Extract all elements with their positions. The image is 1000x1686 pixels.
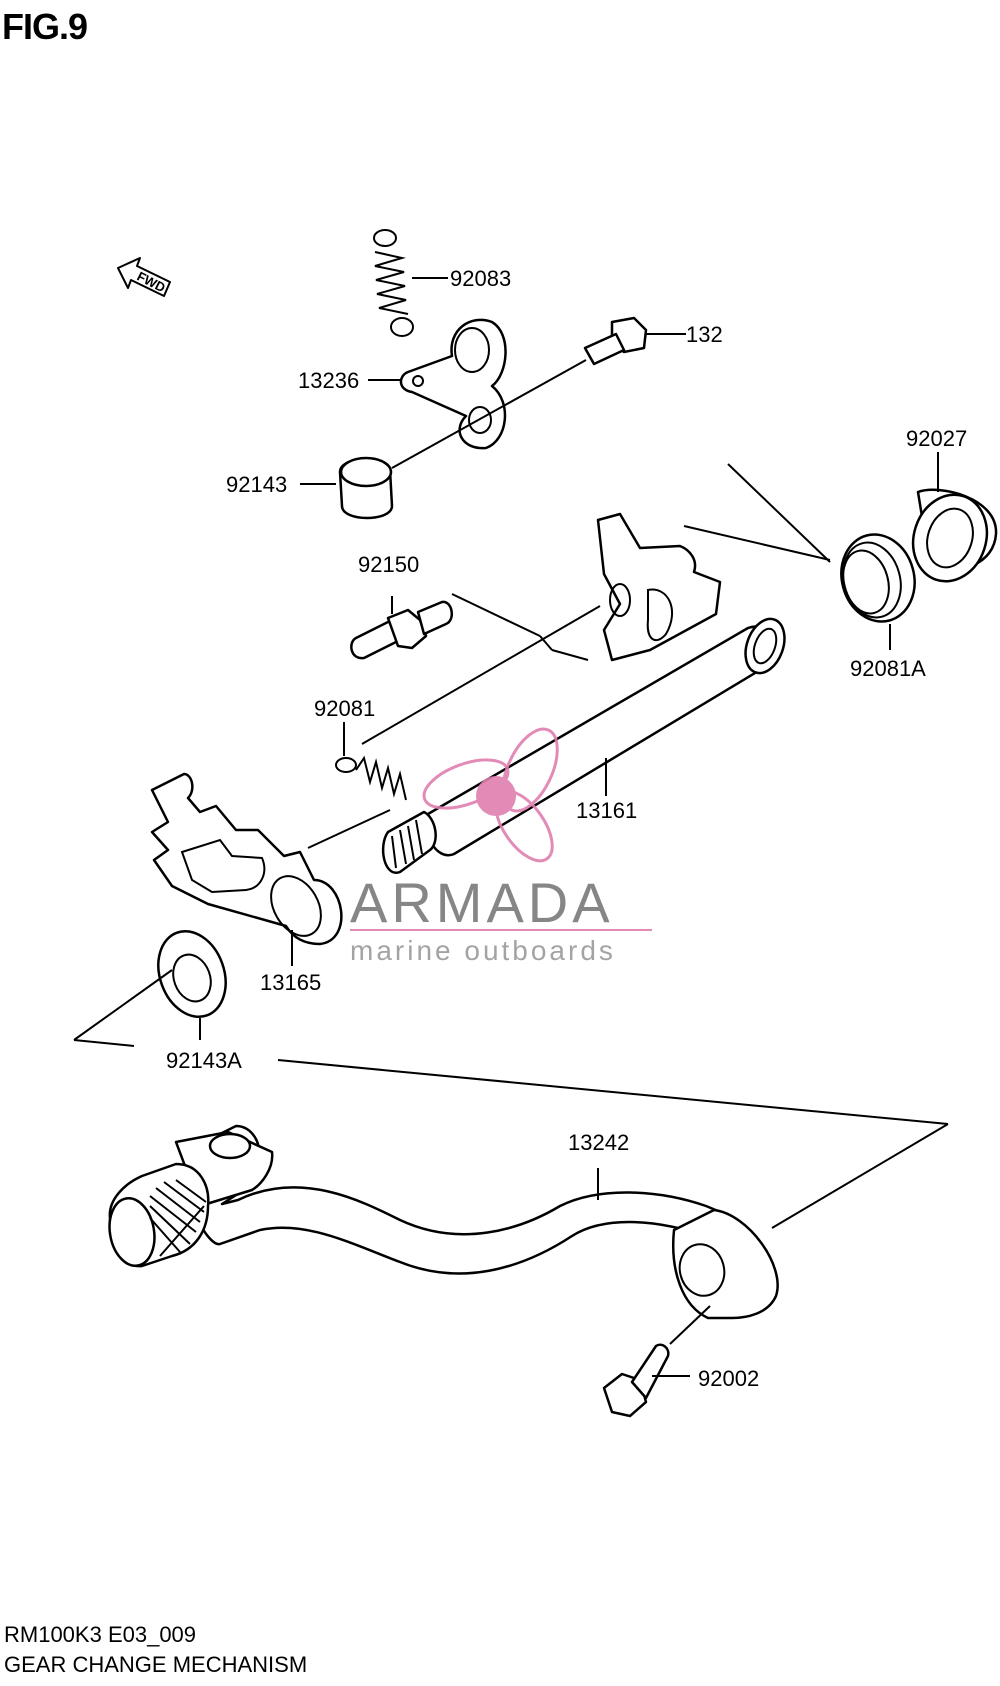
watermark-brand: ARMADA (350, 871, 614, 934)
figure-name: GEAR CHANGE MECHANISM (4, 1652, 308, 1677)
part-92081-spring (335, 722, 407, 801)
part-92143a-washer (73, 929, 949, 1125)
part-92083-spring (373, 229, 448, 337)
fwd-label: FWD (135, 269, 168, 296)
part-13165-shift-plate (150, 772, 391, 966)
part-label: 13161 (576, 798, 637, 823)
part-13236-stopper-arm (368, 318, 507, 450)
part-132-bolt (583, 316, 686, 366)
part-label: 13236 (298, 368, 359, 393)
part-13242-shift-lever (108, 1123, 949, 1320)
part-92002-bolt (602, 1305, 711, 1418)
part-92143-collar (300, 359, 587, 520)
part-label: 92081A (850, 656, 926, 681)
figure-title: FIG.9 (2, 6, 88, 47)
part-label: 92143A (166, 1048, 242, 1073)
part-92081a-spring (683, 463, 916, 650)
part-label: 13165 (260, 970, 321, 995)
watermark-logo: ARMADA marine outboards (350, 727, 652, 966)
part-92027-bush (911, 452, 998, 583)
part-label: 92081 (314, 696, 375, 721)
part-label: 13242 (568, 1130, 629, 1155)
figure-code: RM100K3 E03_009 (4, 1622, 197, 1647)
fwd-arrow-icon: FWD (117, 257, 171, 297)
part-label: 92143 (226, 472, 287, 497)
part-label: 92150 (358, 552, 419, 577)
part-label: 92002 (698, 1366, 759, 1391)
part-92150-pin (350, 593, 589, 661)
part-label: 92083 (450, 266, 511, 291)
part-label: 92027 (906, 426, 967, 451)
propeller-icon (422, 727, 559, 863)
part-label: 132 (686, 322, 723, 347)
watermark-tagline: marine outboards (350, 935, 616, 966)
